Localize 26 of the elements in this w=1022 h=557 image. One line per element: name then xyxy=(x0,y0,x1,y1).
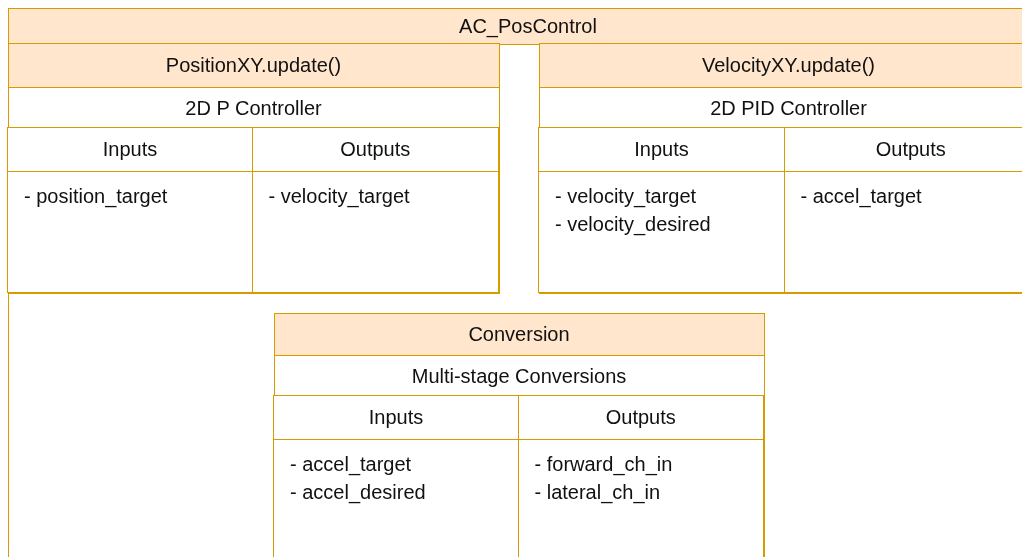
module-panel xyxy=(538,42,1022,294)
io-column xyxy=(7,127,253,293)
panel-title: PositionXY.update() xyxy=(8,43,499,88)
list-item: - accel_target xyxy=(800,184,922,210)
list-item: - accel_desired xyxy=(290,480,426,506)
component-container xyxy=(8,8,1022,557)
list-item: - position_target xyxy=(24,184,168,210)
list-item: - lateral_ch_in xyxy=(534,480,661,506)
io-column xyxy=(273,395,519,557)
module-panel xyxy=(7,42,500,294)
list-item: - velocity_target xyxy=(555,184,697,210)
column-header: Outputs xyxy=(784,128,1022,172)
io-column xyxy=(783,127,1022,293)
module-panel xyxy=(273,312,765,557)
column-header: Outputs xyxy=(252,128,498,172)
io-column xyxy=(517,395,764,557)
list-item: - velocity_target xyxy=(268,184,410,210)
panel-title: VelocityXY.update() xyxy=(539,43,1022,88)
list-item: - velocity_desired xyxy=(555,212,711,238)
list-item: - forward_ch_in xyxy=(534,452,673,478)
panel-title: Conversion xyxy=(274,313,764,356)
io-column xyxy=(251,127,499,293)
component-title: AC_PosControl xyxy=(9,9,1022,45)
io-column xyxy=(538,127,785,293)
column-header: Outputs xyxy=(518,396,763,440)
list-item: - accel_target xyxy=(290,452,412,478)
